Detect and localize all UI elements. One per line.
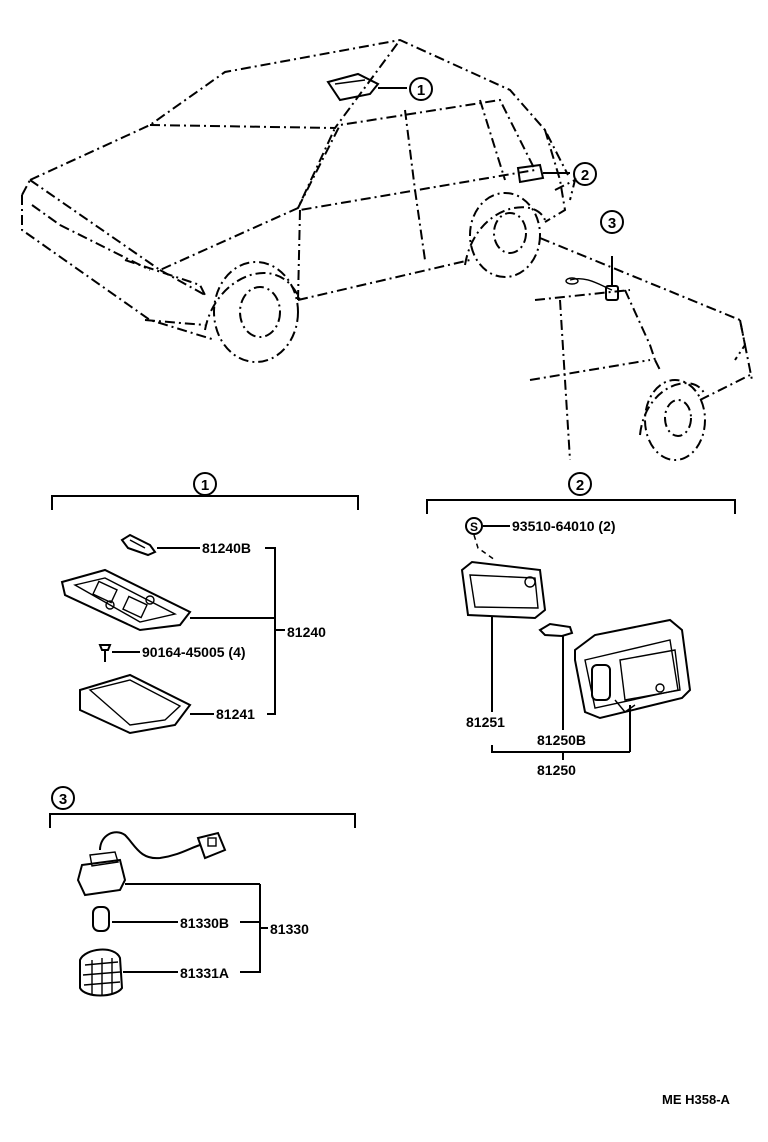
car-rear-view bbox=[529, 237, 753, 461]
group-3-bracket: 3 bbox=[49, 786, 356, 828]
screw-icon-g1 bbox=[98, 644, 112, 662]
group-1-bracket: 1 bbox=[51, 472, 359, 510]
courtesy-lamp-lens-drawing bbox=[460, 560, 547, 620]
callout-3-number: 3 bbox=[608, 215, 616, 232]
callout-1: 1 bbox=[409, 77, 433, 101]
figure-code: ME H358-A bbox=[662, 1092, 731, 1107]
callout-2-number: 2 bbox=[581, 167, 589, 184]
svg-text:S: S bbox=[470, 520, 478, 534]
group-3-header: 3 bbox=[59, 791, 67, 808]
courtesy-lamp-socket-drawing bbox=[574, 618, 692, 720]
callout-2: 2 bbox=[573, 162, 597, 186]
dome-lamp-housing-drawing bbox=[60, 568, 192, 632]
trunk-lamp-lens-drawing bbox=[79, 948, 124, 997]
dome-lamp-lens-drawing bbox=[79, 673, 192, 735]
callout-3: 3 bbox=[600, 210, 624, 234]
courtesy-lamp-bulb-drawing bbox=[538, 622, 574, 638]
label-81331A: 81331A bbox=[180, 965, 229, 981]
label-81330B: 81330B bbox=[180, 915, 229, 931]
label-81330: 81330 bbox=[270, 921, 309, 937]
label-81240: 81240 bbox=[287, 624, 326, 640]
label-81240B: 81240B bbox=[202, 540, 251, 556]
label-81251: 81251 bbox=[466, 714, 505, 730]
trunk-lamp-bulb-drawing bbox=[92, 906, 110, 932]
label-93510-64010: 93510-64010 (2) bbox=[512, 518, 616, 534]
label-90164-45005: 90164-45005 (4) bbox=[142, 644, 246, 660]
label-81250B: 81250B bbox=[537, 732, 586, 748]
car-front-view bbox=[21, 38, 577, 363]
dome-lamp-bulb-drawing bbox=[120, 533, 157, 557]
group-1-header: 1 bbox=[201, 477, 209, 494]
label-81250: 81250 bbox=[537, 762, 576, 778]
label-81241: 81241 bbox=[216, 706, 255, 722]
callout-1-number: 1 bbox=[417, 82, 425, 99]
screw-s-icon: S bbox=[465, 517, 483, 535]
group-2-bracket: 2 bbox=[426, 472, 736, 514]
group-2-header: 2 bbox=[576, 477, 584, 494]
trunk-lamp-socket-drawing bbox=[76, 831, 227, 897]
